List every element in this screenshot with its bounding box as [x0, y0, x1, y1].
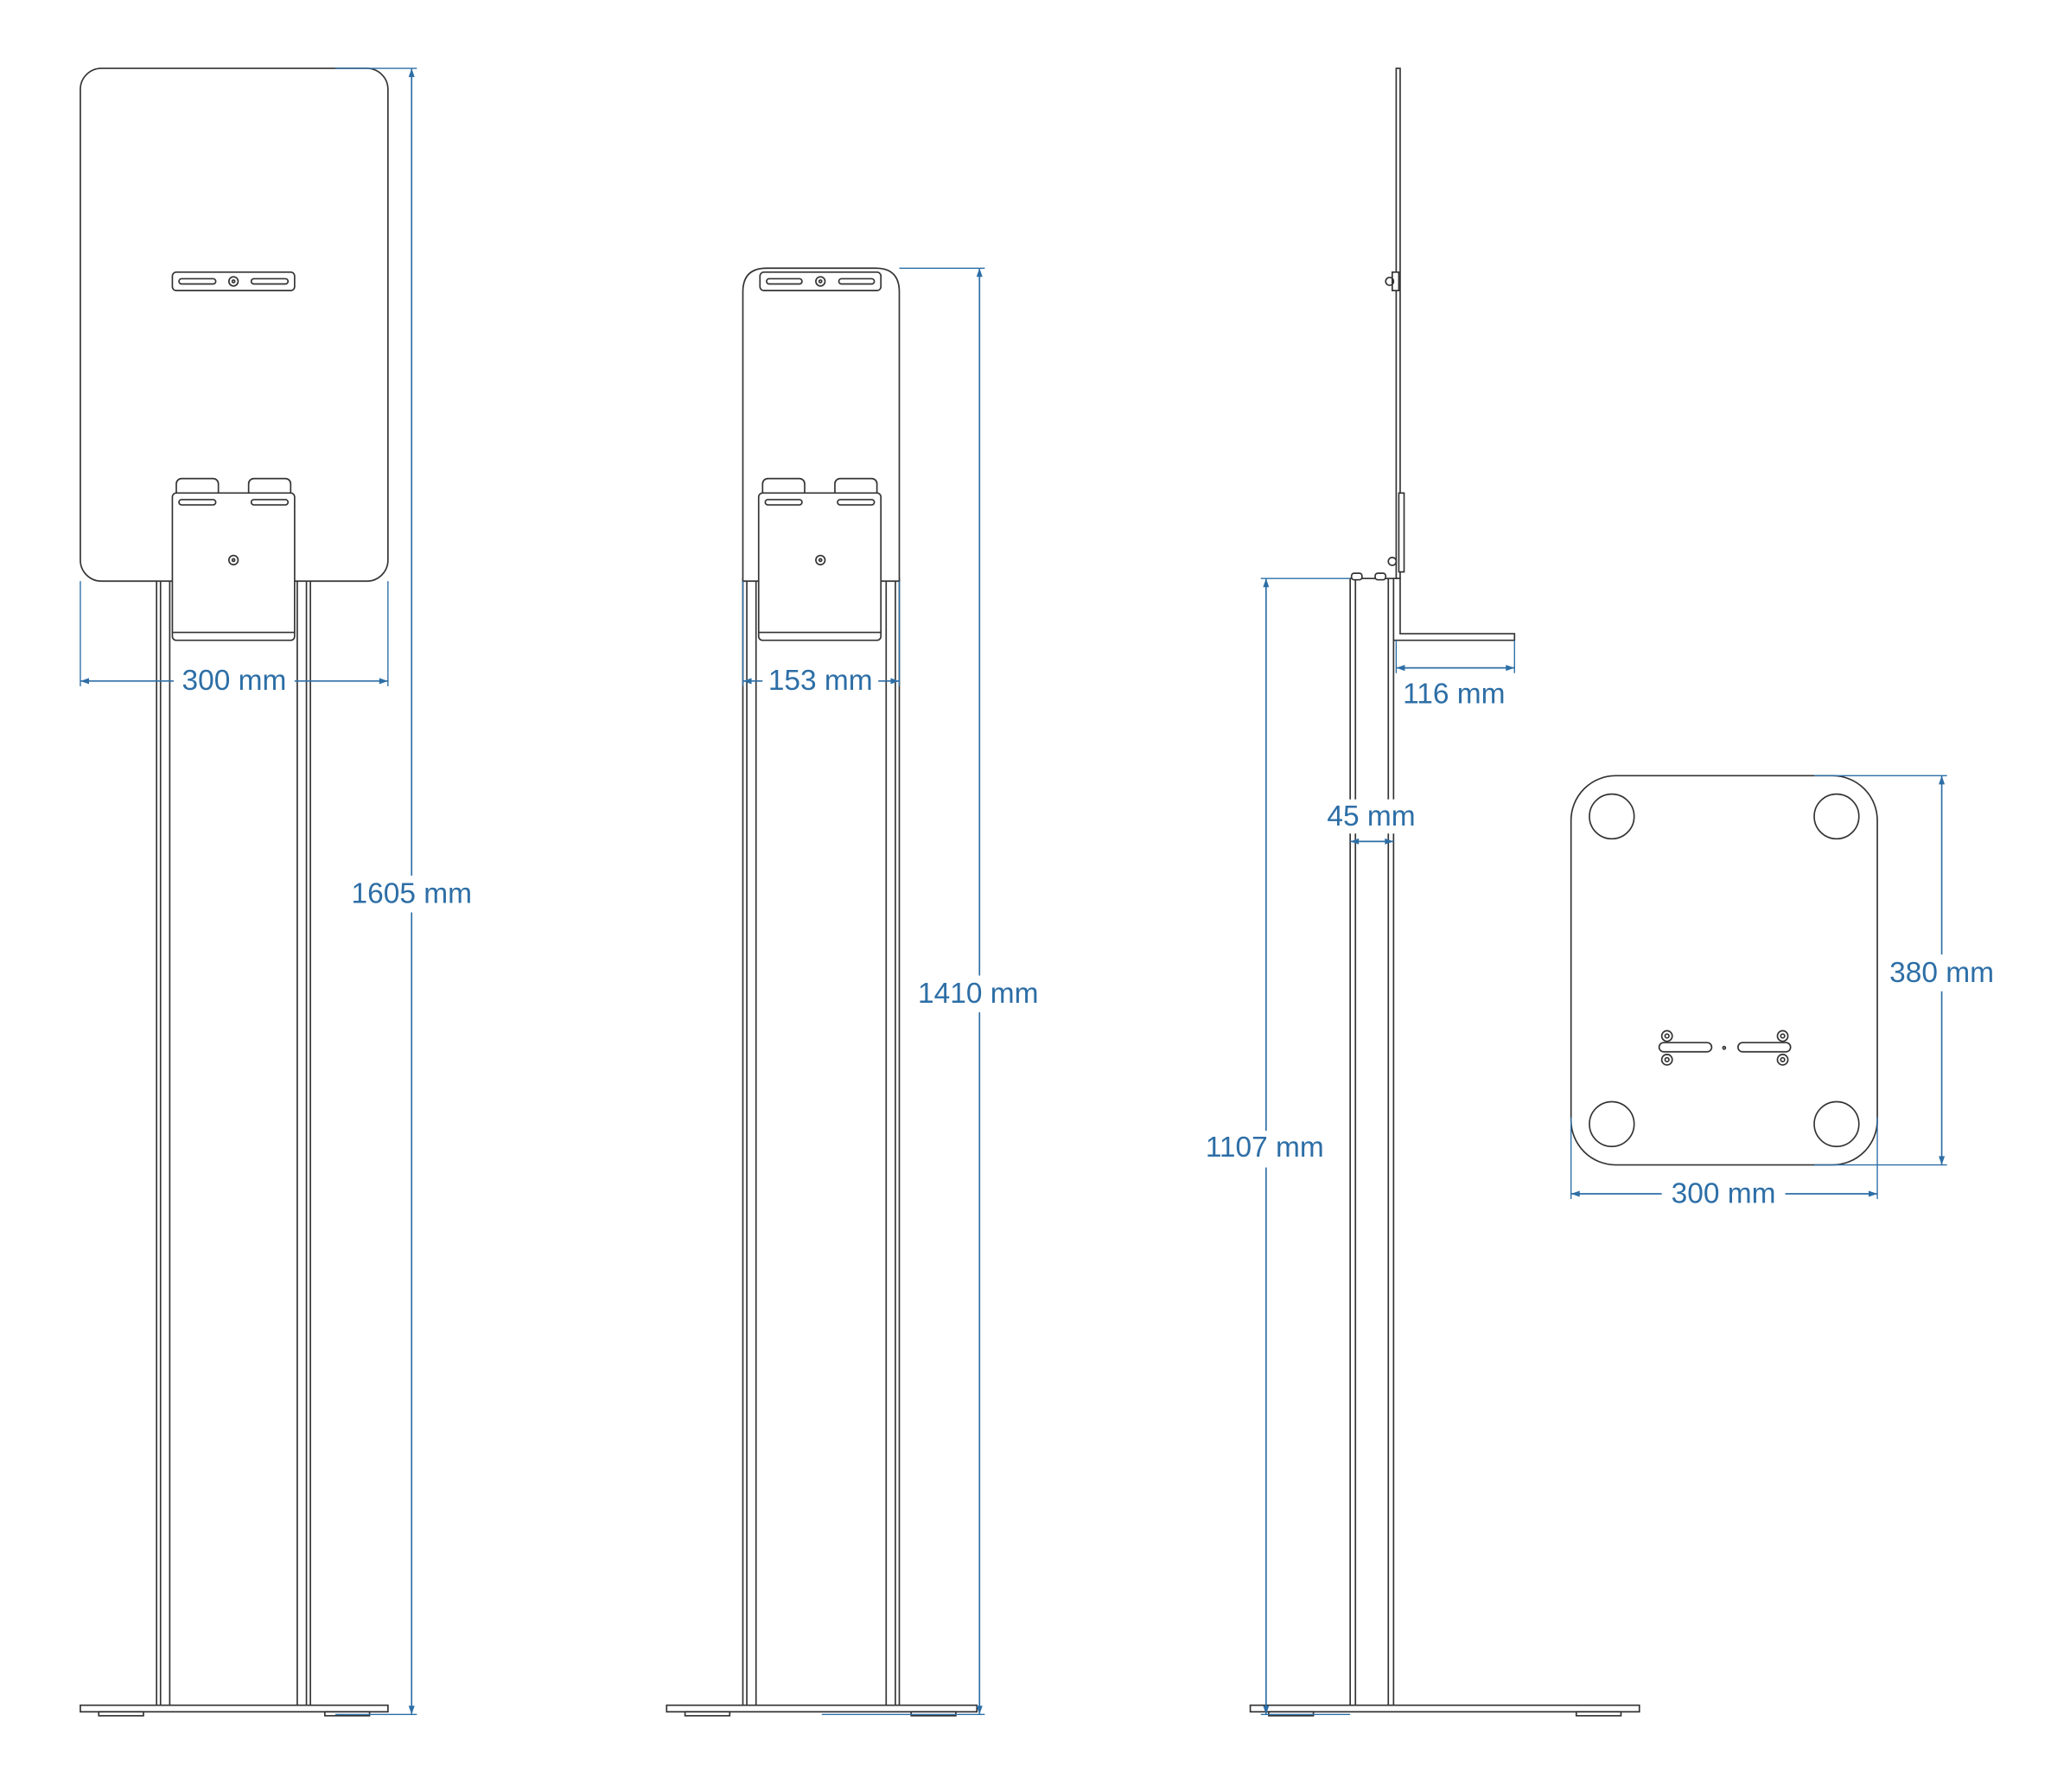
base-plate-view: 380 mm 300 mm	[1570, 775, 2004, 1211]
lower-bracket	[171, 492, 296, 641]
post-depth-dimension: 45 mm	[1327, 800, 1415, 832]
front-view-large-panel: 300 mm 1605 mm	[80, 67, 478, 1717]
front-view-narrow-panel: 153 mm 1410 mm	[666, 267, 1047, 1717]
depth-dimension: 380 mm	[1889, 957, 1994, 989]
height-dimension: 1605 mm	[352, 878, 472, 910]
shelf-bracket	[1392, 577, 1516, 641]
width-dimension: 300 mm	[182, 665, 286, 697]
height-dimension: 1107 mm	[1206, 1132, 1324, 1164]
post-left	[156, 577, 171, 1707]
height-dimension: 1410 mm	[918, 978, 1038, 1010]
side-view: 116 mm 45 mm 1107 mm	[1199, 67, 1640, 1717]
post	[1349, 577, 1395, 1707]
top-mount-plate	[171, 271, 296, 291]
post-right	[296, 577, 311, 1707]
width-dimension: 153 mm	[768, 665, 873, 697]
width-dimension: 300 mm	[1672, 1177, 1776, 1209]
shelf-depth-dimension: 116 mm	[1403, 678, 1505, 710]
base-plate	[80, 1704, 389, 1713]
base-plate	[1570, 775, 1878, 1166]
